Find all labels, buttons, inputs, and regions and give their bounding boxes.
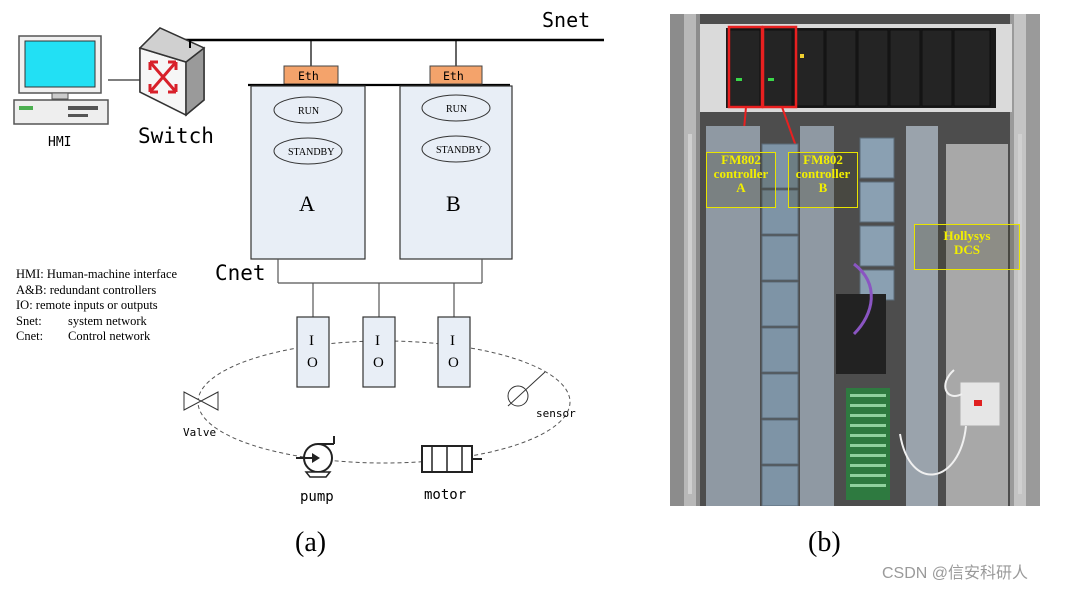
label-fm802-controller-a: FM802 controller A	[706, 152, 776, 208]
sensor-icon	[507, 371, 546, 407]
switch-label: Switch	[138, 124, 214, 148]
label-fm802-controller-b: FM802 controller B	[788, 152, 858, 208]
svg-text:I: I	[309, 333, 314, 349]
cnet-label: Cnet	[215, 261, 266, 285]
legend-item-io: IO: remote inputs or outputs	[16, 298, 158, 313]
svg-text:I: I	[450, 333, 455, 349]
run-indicator-a: RUN	[298, 106, 319, 117]
legend: HMI: Human-machine interface A&B: redund…	[16, 267, 177, 345]
controller-b-box	[399, 85, 513, 260]
io-module-1: I O	[296, 316, 330, 388]
svg-text:O: O	[307, 355, 318, 371]
watermark: CSDN @信安科研人	[882, 565, 1029, 582]
switch-icon	[138, 27, 206, 117]
controller-a-label: A	[299, 191, 315, 216]
motor-icon	[421, 445, 482, 473]
eth-port-b	[429, 65, 483, 85]
legend-item-hmi: HMI: Human-machine interface	[16, 267, 178, 281]
motor-label: motor	[424, 487, 466, 503]
controller-a-box	[250, 85, 366, 260]
run-indicator-b: RUN	[446, 104, 467, 115]
pump-icon	[296, 436, 335, 478]
svg-text:O: O	[373, 355, 384, 371]
caption-a: (a)	[295, 527, 327, 558]
controller-b-label: B	[446, 191, 461, 216]
eth-label-b: Eth	[443, 69, 464, 83]
io-module-2: I O	[362, 316, 396, 388]
cabinet-photo: FM802 controller A FM802 controller B Ho…	[670, 14, 1040, 506]
valve-label: Valve	[183, 426, 216, 439]
legend-item-cnet: Cnet:Control network	[16, 329, 151, 344]
snet-label: Snet	[542, 8, 590, 32]
label-hollysys-dcs: Hollysys DCS	[914, 224, 1020, 270]
standby-indicator-a: STANDBY	[288, 147, 334, 158]
legend-item-ab: A&B: redundant controllers	[16, 282, 157, 297]
io-module-3: I O	[437, 316, 471, 388]
pump-label: pump	[300, 489, 334, 505]
eth-label-a: Eth	[298, 69, 319, 83]
legend-item-snet: Snet:system network	[16, 313, 147, 328]
cabinet-photo-illustration	[670, 14, 1040, 506]
svg-text:O: O	[448, 355, 459, 371]
sensor-label: sensor	[536, 407, 576, 420]
caption-b: (b)	[808, 527, 841, 558]
hmi-label: HMI	[48, 135, 71, 150]
valve-icon	[183, 391, 219, 411]
standby-indicator-b: STANDBY	[436, 145, 482, 156]
svg-text:I: I	[375, 333, 380, 349]
architecture-diagram: Snet HMI Switch Eth RUN STANDBY A Eth RU…	[13, 8, 604, 505]
highlight-controller-b	[761, 25, 798, 109]
hmi-computer-icon	[13, 35, 109, 125]
